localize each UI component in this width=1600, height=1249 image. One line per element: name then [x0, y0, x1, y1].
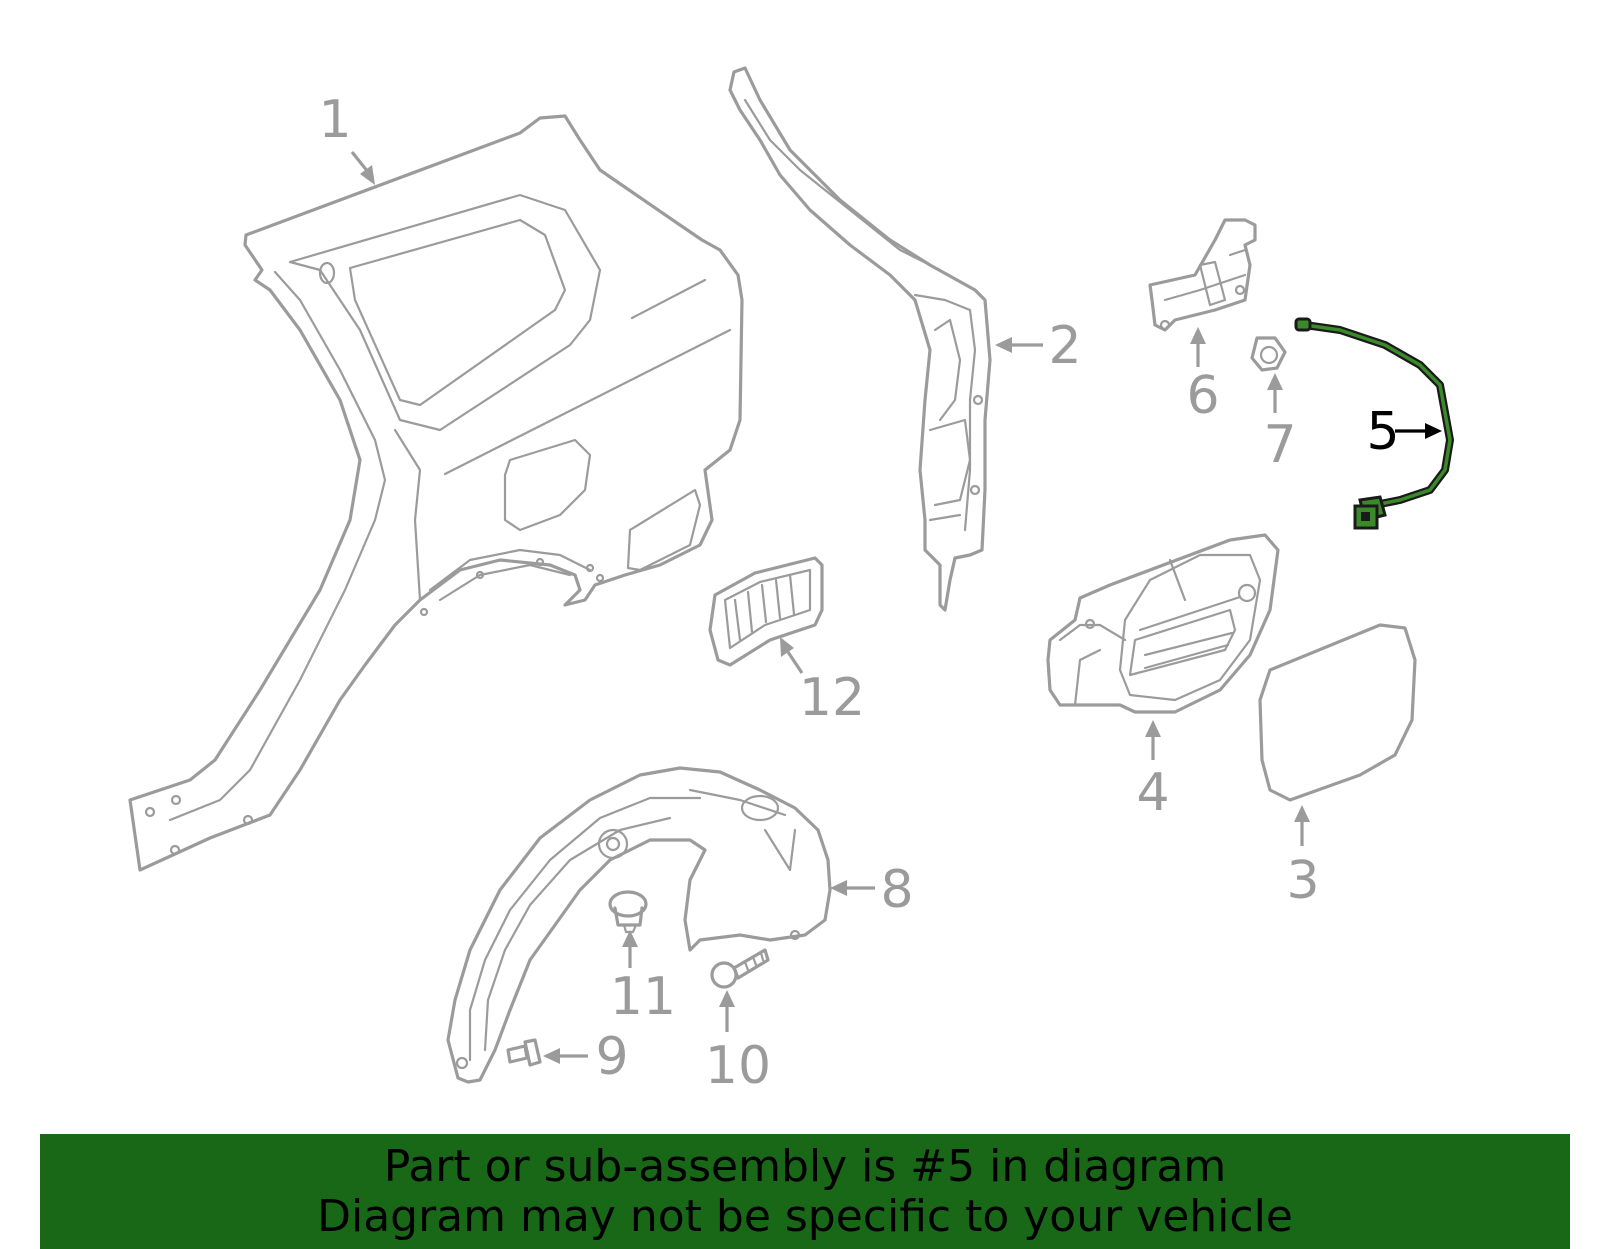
part-10-screw[interactable]	[710, 948, 770, 989]
callout-12: 12	[780, 637, 865, 728]
callout-7-label: 7	[1263, 415, 1296, 475]
callout-8-label: 8	[880, 860, 913, 920]
callout-12-label: 12	[799, 668, 865, 728]
callout-9: 9	[543, 1027, 629, 1087]
part-12-vent[interactable]	[708, 556, 824, 667]
callout-2: 2	[995, 316, 1082, 376]
part-5-fuel-door-cable[interactable]	[1294, 317, 1454, 530]
part-8-wheel-liner[interactable]	[446, 766, 832, 1084]
part-6-bracket[interactable]	[1148, 218, 1257, 332]
part-3-fuel-door[interactable]	[1258, 623, 1417, 802]
callout-5-label: 5	[1366, 402, 1399, 462]
callout-10: 10	[705, 990, 771, 1096]
callout-3: 3	[1286, 805, 1320, 911]
callout-5: 5	[1366, 402, 1442, 462]
callout-9-label: 9	[595, 1027, 628, 1087]
banner-line-2: Diagram may not be specific to your vehi…	[317, 1191, 1293, 1242]
part-7-nut[interactable]	[1250, 336, 1287, 372]
callout-6-label: 6	[1186, 366, 1219, 426]
part-9-bolt[interactable]	[506, 1038, 542, 1067]
banner-line-1: Part or sub-assembly is #5 in diagram	[383, 1141, 1227, 1192]
part-info-banner: Part or sub-assembly is #5 in diagram Di…	[40, 1134, 1570, 1249]
part-2-inner-panel[interactable]	[728, 66, 992, 612]
part-1-quarter-panel[interactable]	[128, 114, 744, 872]
callout-1: 1	[318, 90, 375, 185]
callout-11: 11	[610, 930, 676, 1027]
callout-7: 7	[1263, 373, 1297, 475]
callout-2-label: 2	[1048, 316, 1081, 376]
part-11-clip[interactable]	[608, 890, 648, 934]
callout-10-label: 10	[705, 1036, 771, 1096]
callout-6: 6	[1186, 327, 1220, 426]
callout-3-label: 3	[1286, 851, 1319, 911]
callout-11-label: 11	[610, 967, 676, 1027]
part-4-fuel-housing[interactable]	[1046, 533, 1280, 714]
callout-4: 4	[1136, 720, 1170, 823]
callout-8: 8	[830, 860, 914, 920]
callout-4-label: 4	[1136, 763, 1169, 823]
parts-diagram: 1 2 3 4 5 6 7 8 9 10	[128, 66, 1454, 1096]
callout-1-label: 1	[318, 90, 351, 150]
